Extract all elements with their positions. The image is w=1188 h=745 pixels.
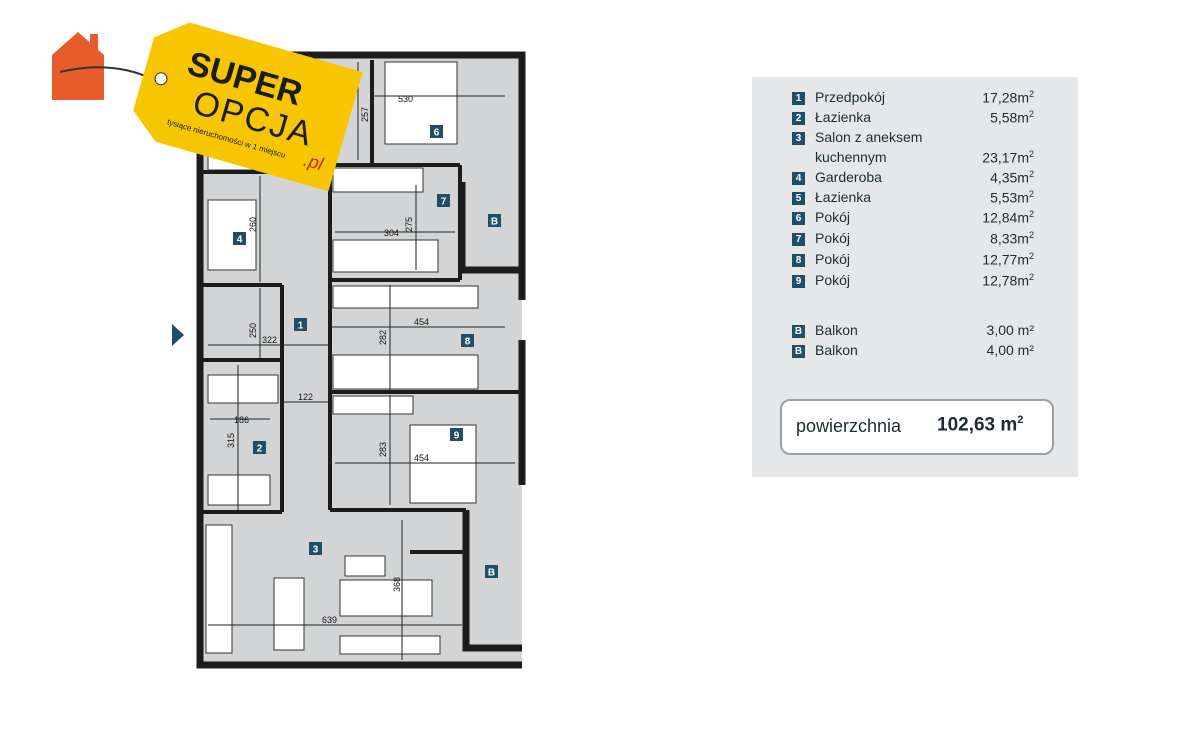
legend-name: Łazienka xyxy=(815,109,872,125)
total-area-label: powierzchnia xyxy=(796,416,902,436)
plan-label-9: 9 xyxy=(454,431,460,442)
legend-num: 9 xyxy=(792,275,805,288)
legend-area: 12,84m2 xyxy=(982,209,1034,226)
legend-num: 2 xyxy=(792,112,805,125)
sofa-living xyxy=(339,579,433,617)
dim-283: 283 xyxy=(378,442,388,457)
wardrobe-room8 xyxy=(332,285,479,309)
legend-area: 23,17m2 xyxy=(982,149,1034,166)
price-tag xyxy=(133,22,363,192)
dim-304: 304 xyxy=(384,228,399,238)
dim-530: 530 xyxy=(398,94,413,104)
legend-name: Pokój xyxy=(815,272,851,288)
bathtub-bottom xyxy=(207,474,271,506)
legend-num: 6 xyxy=(792,212,805,225)
legend-num: 8 xyxy=(792,254,805,267)
legend-row-9: 9 Pokój 12,78m2 xyxy=(792,272,1034,292)
bed-room8 xyxy=(332,354,479,390)
dim-250: 250 xyxy=(248,323,258,338)
bed-room9 xyxy=(409,424,477,504)
legend-area: 12,77m2 xyxy=(982,251,1034,268)
balcony-lower xyxy=(466,515,522,650)
legend-area: 5,53m2 xyxy=(990,189,1034,206)
dim-282: 282 xyxy=(378,330,388,345)
dim-122: 122 xyxy=(298,392,313,402)
legend-name: Pokój xyxy=(815,230,851,246)
dim-257: 257 xyxy=(360,107,370,122)
floor-plan: 530 257 260 275 304 250 322 454 282 122 … xyxy=(52,22,526,669)
plan-label-8: 8 xyxy=(465,337,471,348)
wardrobe-room9 xyxy=(332,395,414,415)
legend-area: 5,58m2 xyxy=(990,109,1034,126)
legend-num: 1 xyxy=(792,92,805,105)
plan-label-7: 7 xyxy=(441,197,447,208)
plan-label-4: 4 xyxy=(237,235,243,246)
dining-table xyxy=(273,577,305,651)
legend-row-balcony-1: B Balkon 3,00 m² xyxy=(792,322,1034,342)
desk-room7 xyxy=(332,167,424,193)
dim-454b: 454 xyxy=(414,453,429,463)
legend-name: Pokój xyxy=(815,209,851,225)
legend-name: Balkon xyxy=(815,322,858,338)
kitchen-counter xyxy=(205,524,233,654)
total-area-value: 102,63 m2 xyxy=(937,414,1024,436)
coffee-table xyxy=(344,555,386,577)
legend-name-line2: kuchennym xyxy=(815,149,887,165)
brand-logo: SUPER OPCJA tysiące nieruchomości w 1 mi… xyxy=(52,22,363,192)
legend-num: B xyxy=(792,345,805,358)
legend-area: 4,35m2 xyxy=(990,169,1034,186)
entrance-arrow-icon xyxy=(172,324,184,346)
wardrobe-room4 xyxy=(207,199,257,271)
legend-row-3: 3 Salon z aneksem kuchennym 23,17m2 xyxy=(792,129,1034,169)
dim-186: 186 xyxy=(234,415,249,425)
dim-454a: 454 xyxy=(414,317,429,327)
legend-num: 5 xyxy=(792,192,805,205)
legend-row-balcony-2: B Balkon 4,00 m² xyxy=(792,342,1034,362)
plan-label-2: 2 xyxy=(257,444,263,455)
legend-area: 3,00 m² xyxy=(986,322,1034,338)
total-area-box: powierzchnia 102,63 m2 xyxy=(780,399,1054,455)
sofa-room7 xyxy=(332,239,439,273)
legend-name: Pokój xyxy=(815,251,851,267)
legend-name: Salon z aneksem xyxy=(815,129,923,145)
legend-name: Balkon xyxy=(815,342,858,358)
legend-name: Przedpokój xyxy=(815,89,886,105)
plan-label-balcony-1: B xyxy=(491,217,498,228)
dim-315: 315 xyxy=(226,433,236,448)
dim-322: 322 xyxy=(262,335,277,345)
legend-row-4: 4 Garderoba 4,35m2 xyxy=(792,169,1034,189)
plan-label-6: 6 xyxy=(434,128,440,139)
legend-num: 3 xyxy=(792,132,805,145)
legend-row-8: 8 Pokój 12,77m2 xyxy=(792,251,1034,271)
bed-room6 xyxy=(384,61,458,145)
legend-num: 7 xyxy=(792,233,805,246)
legend-area: 12,78m2 xyxy=(982,272,1034,289)
legend-row-2: 2 Łazienka 5,58m2 xyxy=(792,109,1034,129)
legend-name: Łazienka xyxy=(815,189,872,205)
legend-row-6: 6 Pokój 12,84m2 xyxy=(792,209,1034,229)
legend-area: 4,00 m² xyxy=(986,342,1034,358)
legend-row-1: 1 Przedpokój 17,28m2 xyxy=(792,89,1034,109)
dim-260: 260 xyxy=(248,217,258,232)
plan-label-balcony-2: B xyxy=(488,568,495,579)
legend-num: 4 xyxy=(792,172,805,185)
legend-area: 8,33m2 xyxy=(990,230,1034,247)
dim-368: 368 xyxy=(392,577,402,592)
legend-row-5: 5 Łazienka 5,53m2 xyxy=(792,189,1034,209)
plan-label-3: 3 xyxy=(313,545,319,556)
dim-275: 275 xyxy=(404,217,414,232)
tv-unit xyxy=(339,635,441,655)
legend-row-7: 7 Pokój 8,33m2 xyxy=(792,230,1034,250)
legend-area: 17,28m2 xyxy=(982,89,1034,106)
room-legend: 1 Przedpokój 17,28m2 2 Łazienka 5,58m2 3… xyxy=(752,77,1078,477)
legend-num: B xyxy=(792,325,805,338)
legend-name: Garderoba xyxy=(815,169,882,185)
bath-tub-lower xyxy=(207,374,279,404)
plan-label-1: 1 xyxy=(298,321,304,332)
dim-639: 639 xyxy=(322,615,337,625)
